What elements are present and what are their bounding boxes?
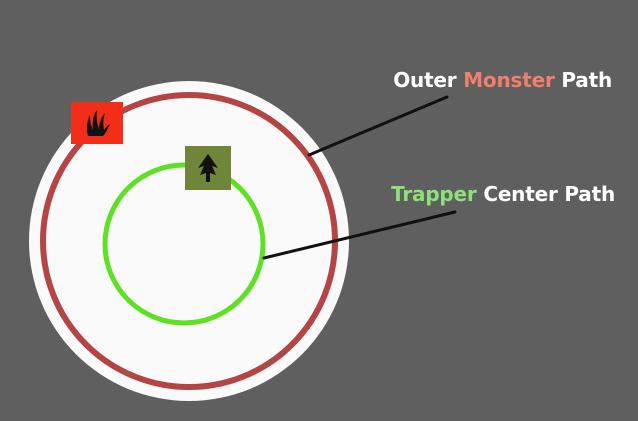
trapper-path-leader-line	[262, 210, 457, 260]
arena-disc	[29, 81, 349, 401]
outer-label-monster: Monster	[463, 68, 555, 92]
monster-marker	[71, 102, 123, 144]
trapper-label-suffix: Center Path	[476, 182, 615, 206]
arrow-up-icon	[198, 154, 218, 182]
claw-icon	[86, 110, 110, 136]
outer-monster-path-label: Outer Monster Path	[393, 68, 612, 92]
trapper-center-path-label: Trapper Center Path	[391, 182, 615, 206]
outer-label-prefix: Outer	[393, 68, 464, 92]
outer-path-leader-line	[307, 95, 449, 157]
trapper-label-trapper: Trapper	[391, 182, 477, 206]
outer-label-suffix: Path	[554, 68, 612, 92]
trapper-marker	[185, 146, 231, 190]
trapper-center-path-ring	[102, 162, 266, 326]
